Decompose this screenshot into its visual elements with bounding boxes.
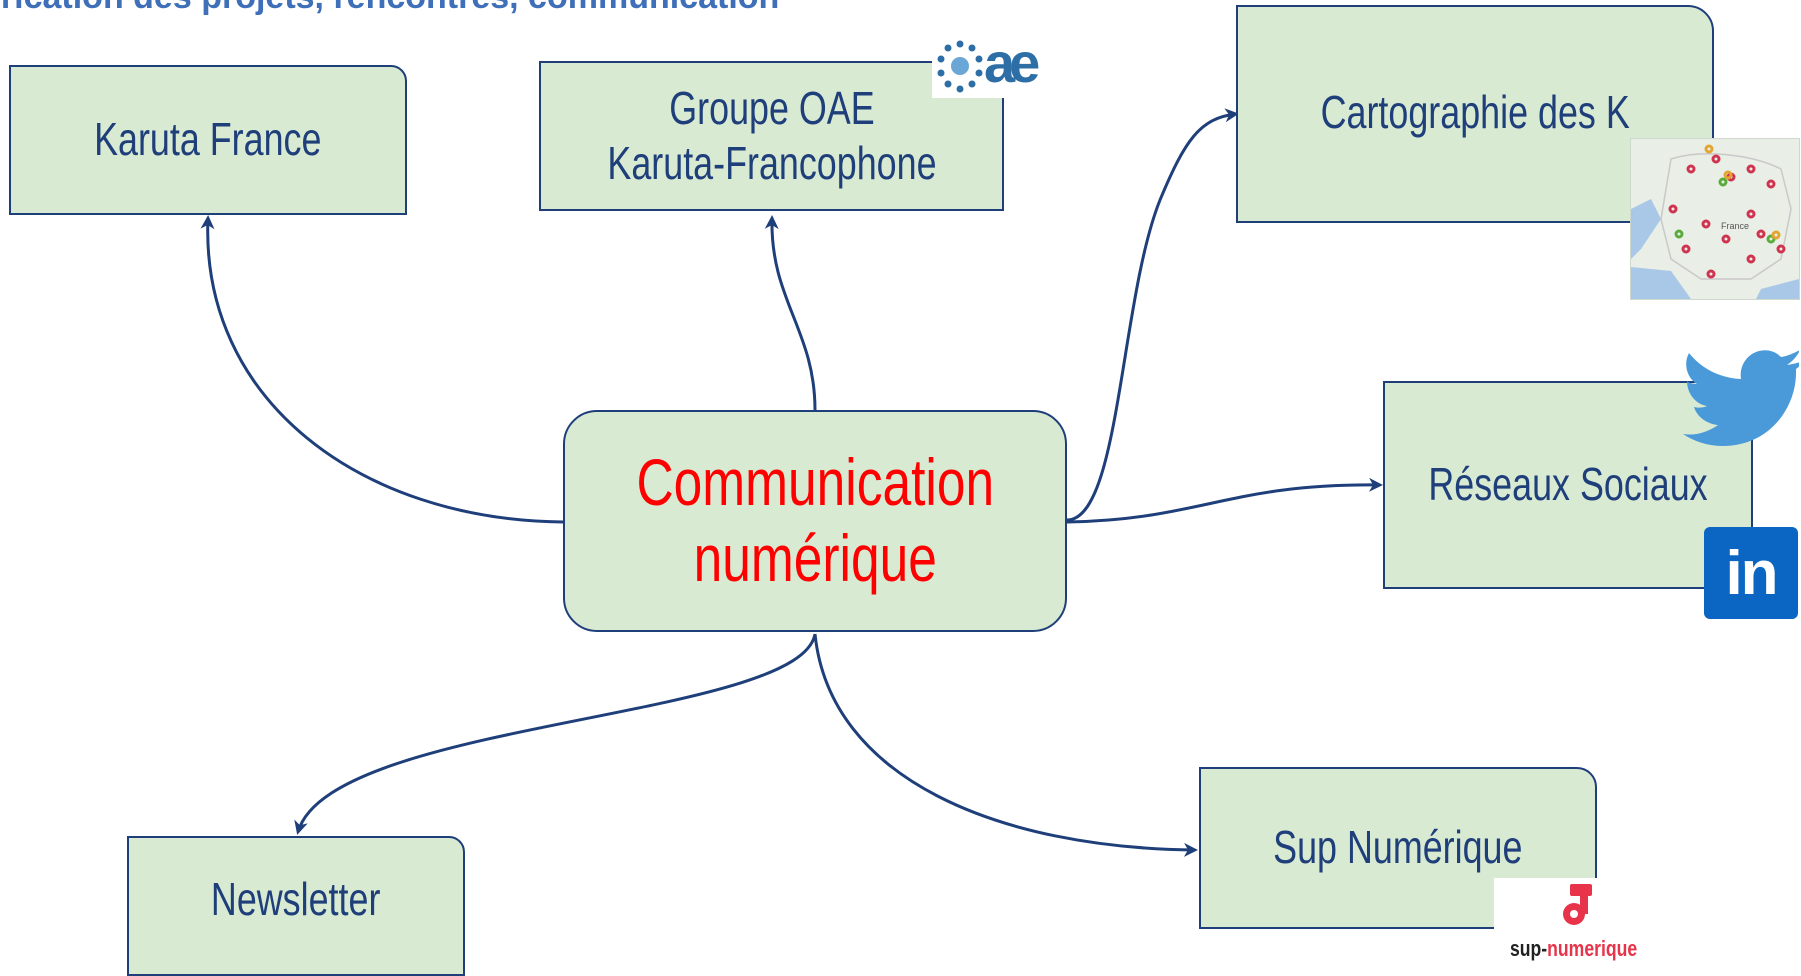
edge-to-reseaux	[1066, 477, 1383, 524]
node-newsletter: Newsletter	[127, 836, 465, 976]
node-reseaux-sociaux-label: Réseaux Sociaux	[1428, 458, 1708, 511]
node-karuta-france: Karuta France	[9, 65, 407, 215]
node-groupe-oae: Groupe OAE Karuta-Francophone	[539, 61, 1004, 211]
music-note-icon	[1563, 884, 1592, 925]
oae-logo-text: ae	[984, 31, 1040, 94]
center-line1: Communication	[636, 445, 994, 520]
node-reseaux-sociaux: Réseaux Sociaux	[1383, 381, 1753, 589]
oae-logo: ae	[932, 31, 1046, 98]
edge-to-newsletter	[294, 633, 817, 835]
sup-logo-part2: numerique	[1547, 936, 1638, 961]
node-groupe-oae-line2: Karuta-Francophone	[606, 137, 937, 189]
edge-to-karuta-france	[200, 215, 564, 524]
map-label-france: France	[1721, 221, 1750, 231]
node-newsletter-label: Newsletter	[211, 873, 381, 925]
slide-heading: crication des projets, rencontres, commu…	[0, 0, 779, 17]
center-line2: numérique	[693, 521, 937, 595]
node-karuta-france-label: Karuta France	[94, 113, 322, 166]
edge-to-groupe-oae	[764, 215, 817, 411]
node-sup-numerique-label: Sup Numérique	[1273, 821, 1523, 874]
sup-numerique-logo: sup-numerique	[1494, 878, 1664, 965]
linkedin-icon: in	[1704, 527, 1798, 619]
node-cartographie-label: Cartographie des K	[1320, 86, 1630, 138]
edge-to-sup-numerique	[813, 633, 1198, 857]
twitter-bird-icon	[1683, 350, 1799, 446]
sup-logo-part1: sup-	[1510, 936, 1548, 961]
map-thumbnail: France	[1630, 138, 1800, 300]
oae-dots-icon	[937, 40, 983, 93]
linkedin-icon-text: in	[1725, 538, 1778, 608]
edge-to-cartographie	[1066, 108, 1239, 522]
node-groupe-oae-line1: Groupe OAE	[668, 81, 875, 134]
france-map-icon	[1631, 139, 1799, 299]
node-communication-numerique: Communication numérique	[563, 410, 1067, 632]
